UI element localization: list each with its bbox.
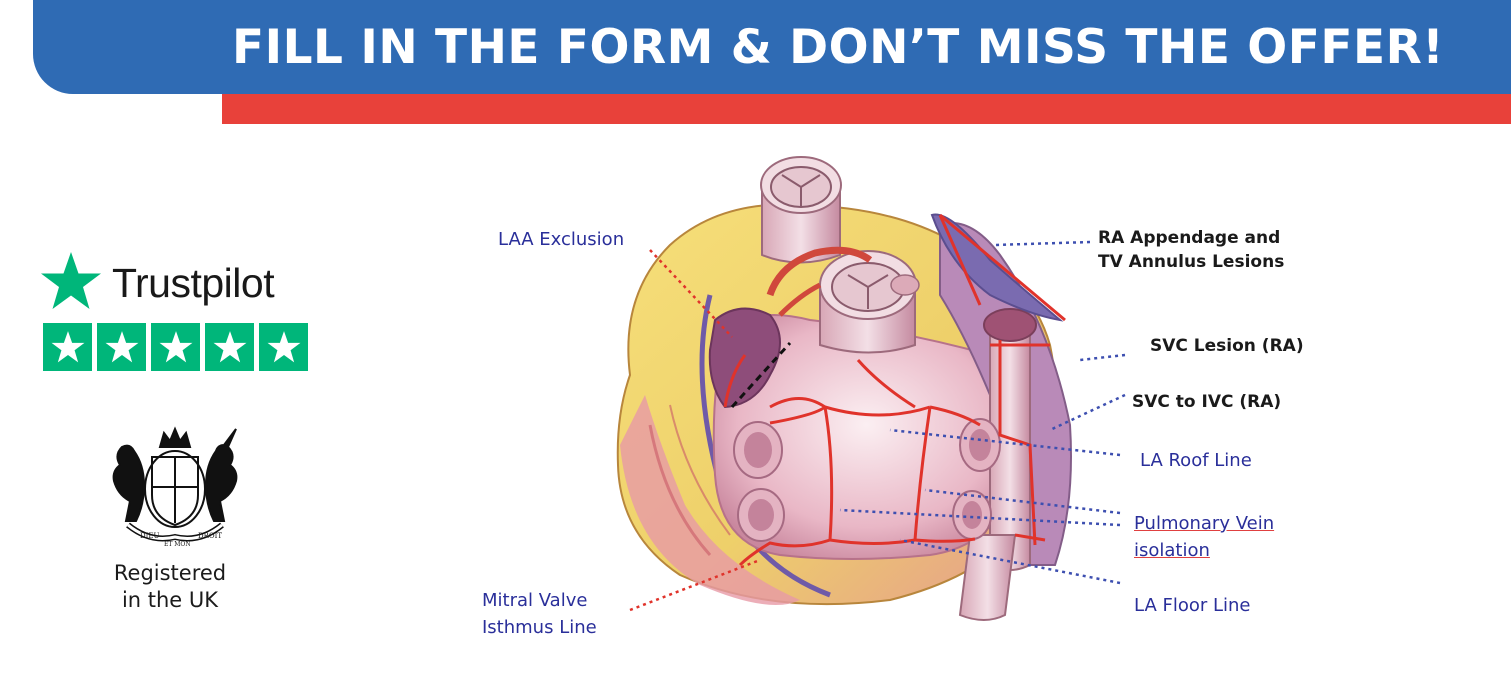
- rating-star-icon: [259, 323, 308, 371]
- crest-motto-right: DROIT: [198, 532, 222, 540]
- offer-banner: [33, 0, 1511, 94]
- crest-motto-bottom: ET MON: [164, 541, 191, 548]
- label-la-floor-line: LA Floor Line: [1134, 595, 1251, 616]
- banner-title: FILL IN THE FORM & DON’T MISS THE OFFER!: [232, 20, 1445, 75]
- trustpilot-logo: Trustpilot: [40, 250, 320, 310]
- label-svc-lesion: SVC Lesion (RA): [1150, 336, 1304, 356]
- label-mitral-valve-2: Isthmus Line: [482, 617, 597, 638]
- label-ra-appendage-1: RA Appendage and: [1098, 228, 1281, 248]
- registration-line-1: Registered: [113, 561, 227, 585]
- royal-coat-of-arms-icon: DIEU DROIT ET MON: [112, 426, 238, 548]
- heart-ablation-diagram: LAA Exclusion RA Appendage and TV Annulu…: [470, 145, 1511, 645]
- trustpilot-star-icon: [41, 252, 101, 309]
- rating-star-icon: [205, 323, 254, 371]
- registration-line-2: in the UK: [121, 588, 219, 612]
- trustpilot-rating: [43, 323, 308, 371]
- label-ra-appendage-2: TV Annulus Lesions: [1098, 252, 1285, 272]
- rating-star-icon: [151, 323, 200, 371]
- label-svc-to-ivc: SVC to IVC (RA): [1132, 392, 1282, 412]
- rating-star-icon: [97, 323, 146, 371]
- label-la-roof-line: LA Roof Line: [1140, 450, 1252, 471]
- trustpilot-wordmark: Trustpilot: [112, 260, 275, 306]
- crest-motto-left: DIEU: [140, 532, 159, 540]
- banner-accent-bar: [222, 92, 1511, 124]
- rating-star-icon: [43, 323, 92, 371]
- registration-text: Registered in the UK: [70, 560, 270, 614]
- label-pulmonary-vein-2: isolation: [1134, 540, 1210, 561]
- label-mitral-valve-1: Mitral Valve: [482, 590, 588, 611]
- heart-illustration: [616, 156, 1126, 621]
- label-pulmonary-vein-1: Pulmonary Vein: [1134, 513, 1275, 534]
- label-laa-exclusion: LAA Exclusion: [498, 229, 625, 250]
